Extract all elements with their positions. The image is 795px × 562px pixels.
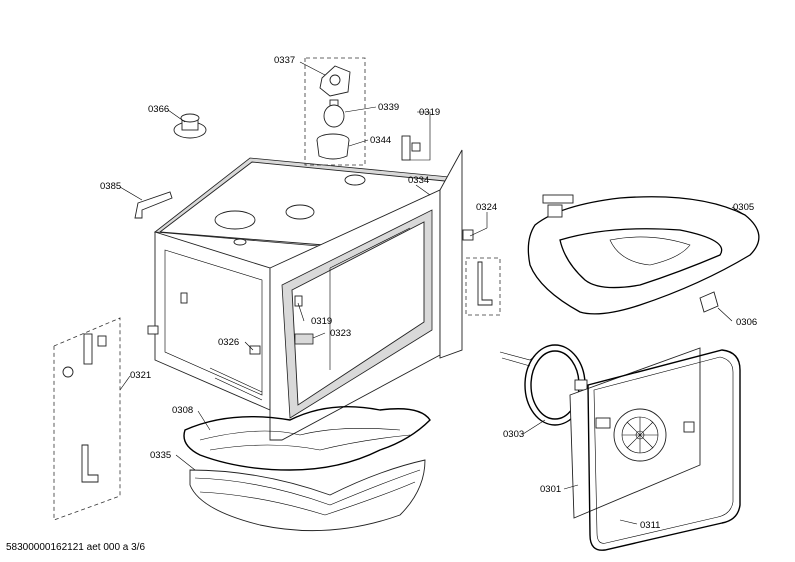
label-0385: 0385: [100, 181, 121, 192]
part-0306: [699, 291, 719, 313]
label-0344: 0344: [370, 135, 391, 146]
oven-housing: [147, 149, 463, 441]
label-0303: 0303: [503, 429, 524, 440]
callout-labels: 0337 0339 0319 0366 0344 0334 0385 0324 …: [100, 55, 757, 531]
label-0319-front: 0319: [311, 316, 332, 327]
label-0324: 0324: [476, 202, 497, 213]
part-0366: [173, 113, 207, 139]
label-0301: 0301: [540, 484, 561, 495]
part-0335-insulation: [189, 459, 426, 532]
label-0321: 0321: [130, 370, 151, 381]
part-0303-ring-heater: [499, 344, 588, 426]
label-0311: 0311: [640, 520, 660, 531]
part-0311-gasket: [587, 349, 741, 551]
part-0305-grill: [527, 194, 760, 315]
lamp-assembly: [304, 57, 366, 166]
label-0339: 0339: [378, 102, 399, 113]
part-0319-top: [401, 135, 421, 161]
part-0308-heater: [183, 406, 431, 471]
label-0337: 0337: [274, 55, 295, 66]
label-0326: 0326: [218, 337, 239, 348]
label-0323: 0323: [330, 328, 351, 339]
label-0319-top: 0319: [419, 107, 440, 118]
part-0319-0323: [294, 295, 314, 345]
part-0301-rear-panel: [569, 347, 701, 519]
label-0305: 0305: [733, 202, 754, 213]
part-0385: [134, 191, 173, 219]
label-0334: 0334: [408, 175, 429, 186]
document-footer-id: 58300000162121 aet 000 a 3/6: [6, 542, 146, 553]
label-0335: 0335: [150, 450, 171, 461]
label-0306: 0306: [736, 317, 757, 328]
part-0326: [249, 345, 261, 355]
leader-lines: [119, 61, 746, 525]
part-group-0321: [53, 317, 121, 521]
part-0324: [462, 229, 501, 316]
label-0308: 0308: [172, 405, 193, 416]
label-0366: 0366: [148, 104, 169, 115]
